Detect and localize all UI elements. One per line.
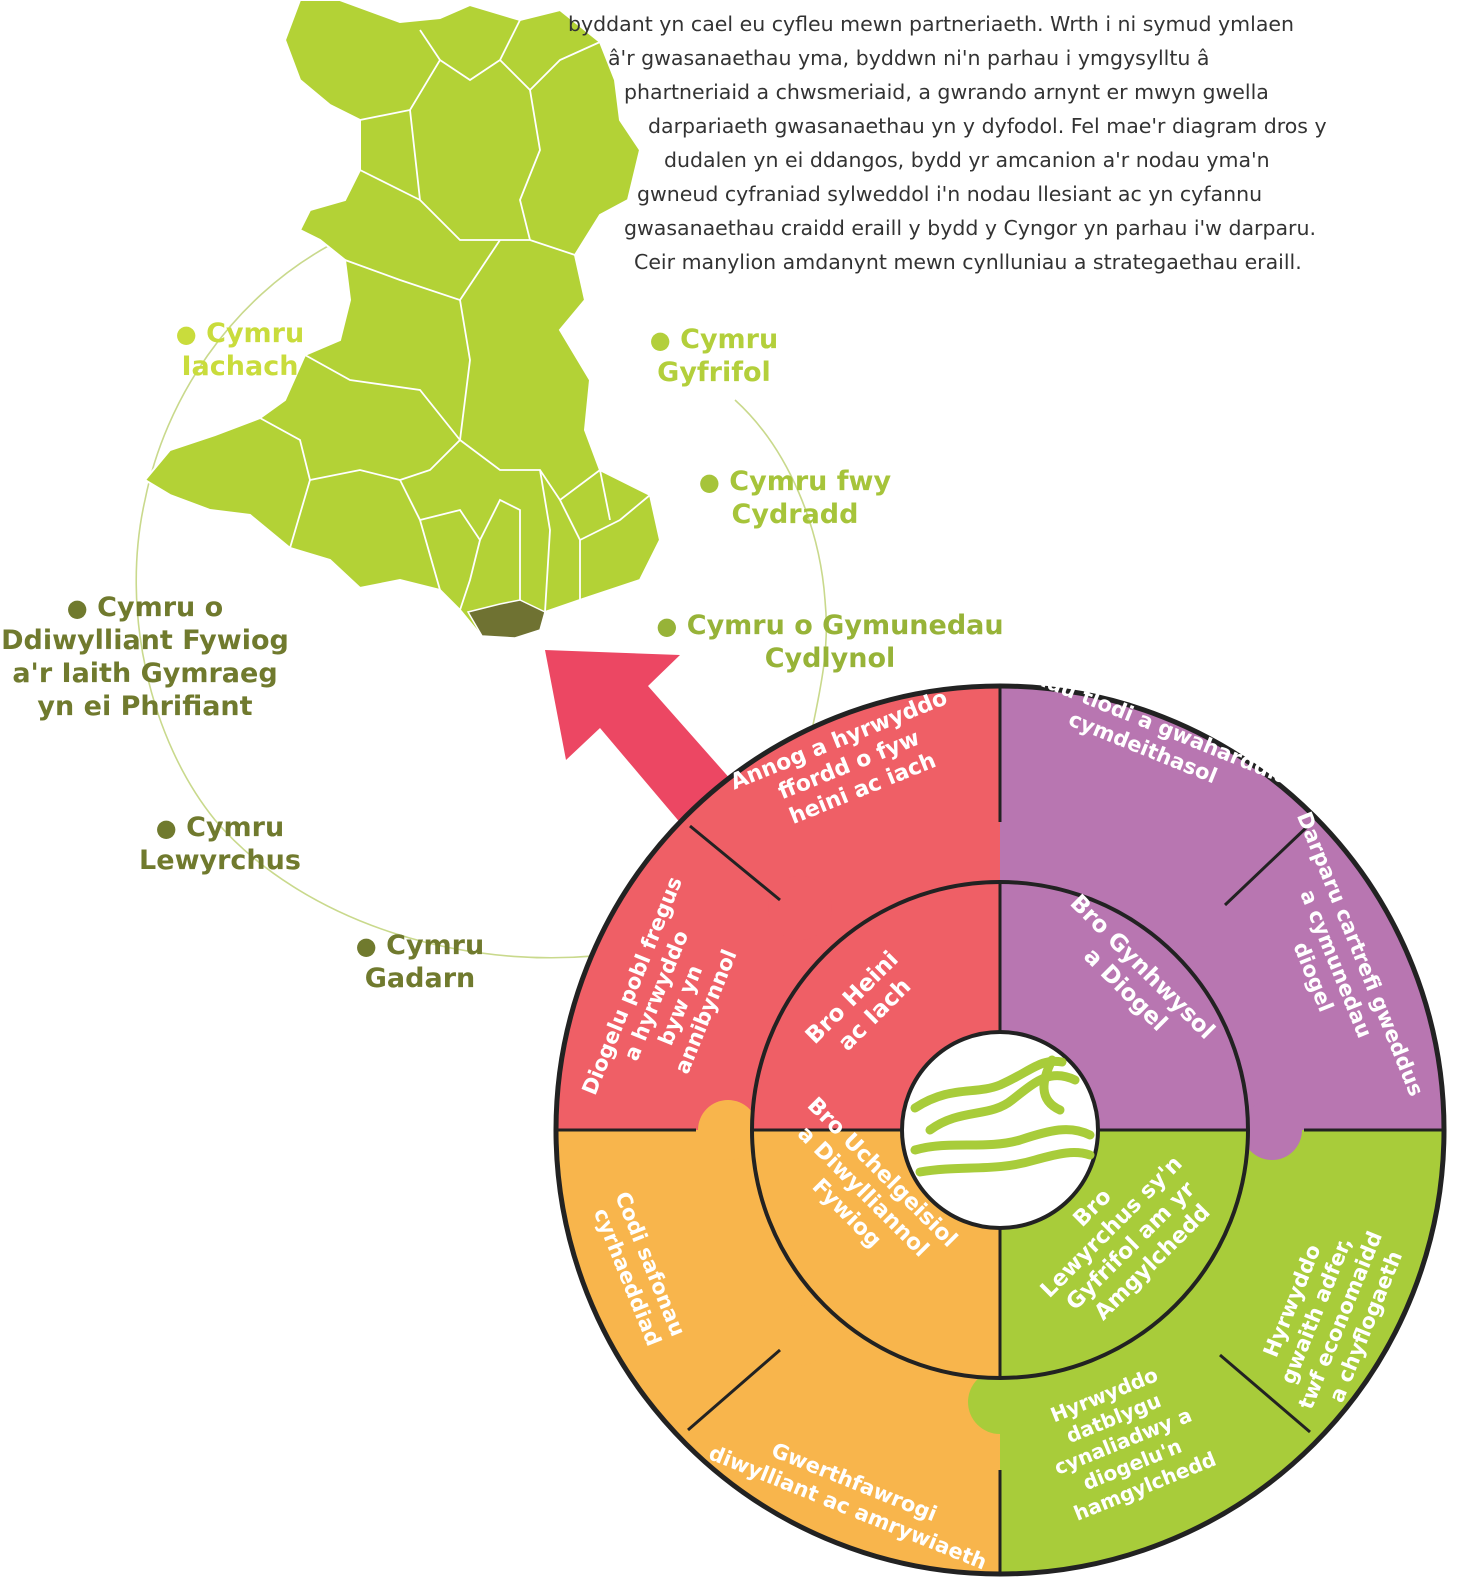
county-boundaries [259, 19, 651, 630]
jigsaw-knob [1242, 1100, 1302, 1160]
goal-vibrant-culture-welsh-language: ● Cymru o Ddiwylliant Fywiog a'r Iaith G… [1, 592, 289, 722]
dividers [556, 686, 1444, 1574]
vale-of-glamorgan-highlight [466, 599, 546, 639]
goals-connector-arc [135, 244, 641, 959]
intro-line: Ceir manylion amdanynt mewn cynlluniau a… [634, 250, 1302, 274]
bullet-dot-icon: ● [656, 612, 678, 640]
goal-resilient-wales: ● Cymru Gadarn [355, 930, 485, 994]
jigsaw-knob [768, 876, 832, 940]
intro-line: phartneriaid a chwsmeriaid, a gwrando ar… [624, 80, 1269, 104]
wales-outline [143, 0, 662, 634]
intro-line: â'r gwasanaethau yma, byddwn ni'n parhau… [608, 46, 1210, 70]
jigsaw-knob [770, 1305, 830, 1365]
goal-globally-responsive-wales: ● Cymru Gyfrifol [649, 324, 779, 388]
pointer-arrow-icon [545, 650, 740, 832]
bullet-dot-icon: ● [66, 594, 88, 622]
wales-map [143, 0, 662, 639]
intro-line: gwneud cyfraniad sylweddol i'n nodau lle… [637, 182, 1263, 206]
jigsaw-knob [1173, 883, 1237, 947]
goal-cohesive-communities-wales: ● Cymru o Gymunedau Cydlynol [656, 610, 1004, 674]
bullet-dot-icon: ● [355, 932, 377, 960]
waves-logo-icon [910, 1055, 1095, 1177]
goal-more-equal-wales: ● Cymru fwy Cydradd [698, 466, 892, 530]
intro-line: dudalen yn ei ddangos, bydd yr amcanion … [664, 148, 1270, 172]
intro-line: byddant yn cael eu cyfleu mewn partneria… [568, 12, 1295, 36]
outcomes-wheel [553, 683, 1447, 1577]
intro-line: darpariaeth gwasanaethau yn y dyfodol. F… [648, 114, 1327, 138]
bullet-dot-icon: ● [698, 468, 720, 496]
bullet-dot-icon: ● [155, 814, 177, 842]
goal-healthier-wales: ● Cymru Iachach [175, 318, 305, 382]
bullet-dot-icon: ● [175, 320, 197, 348]
intro-line: gwasanaethau craidd eraill y bydd y Cyng… [624, 216, 1316, 240]
jigsaw-knob [968, 1370, 1032, 1434]
bullet-dot-icon: ● [649, 326, 671, 354]
goal-prosperous-wales: ● Cymru Lewyrchus [139, 812, 301, 876]
goals-connector-arc-right [734, 399, 828, 731]
jigsaw-knob [698, 1100, 758, 1160]
